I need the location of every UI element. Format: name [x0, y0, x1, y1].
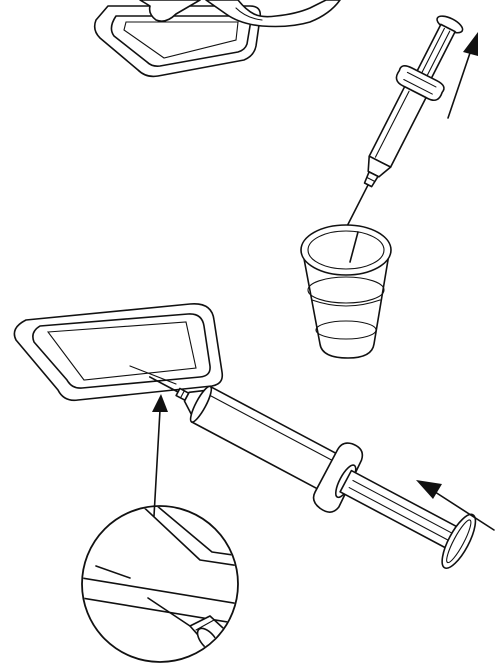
syringe-icon	[341, 15, 464, 236]
needle-icon	[148, 376, 179, 393]
gel-pad-icon	[13, 303, 224, 402]
hand-icon	[139, 0, 341, 28]
syringe-push-arrow	[416, 480, 495, 531]
syringe-pull-up-arrow	[447, 32, 478, 119]
callout-arrow	[152, 394, 168, 517]
syringe-draw-liquid	[300, 15, 478, 359]
gel-pad-icon	[93, 5, 262, 78]
syringe-icon	[148, 376, 477, 569]
cup-icon	[300, 224, 392, 359]
pad-injection	[13, 303, 495, 569]
top-pad-press	[93, 0, 341, 78]
